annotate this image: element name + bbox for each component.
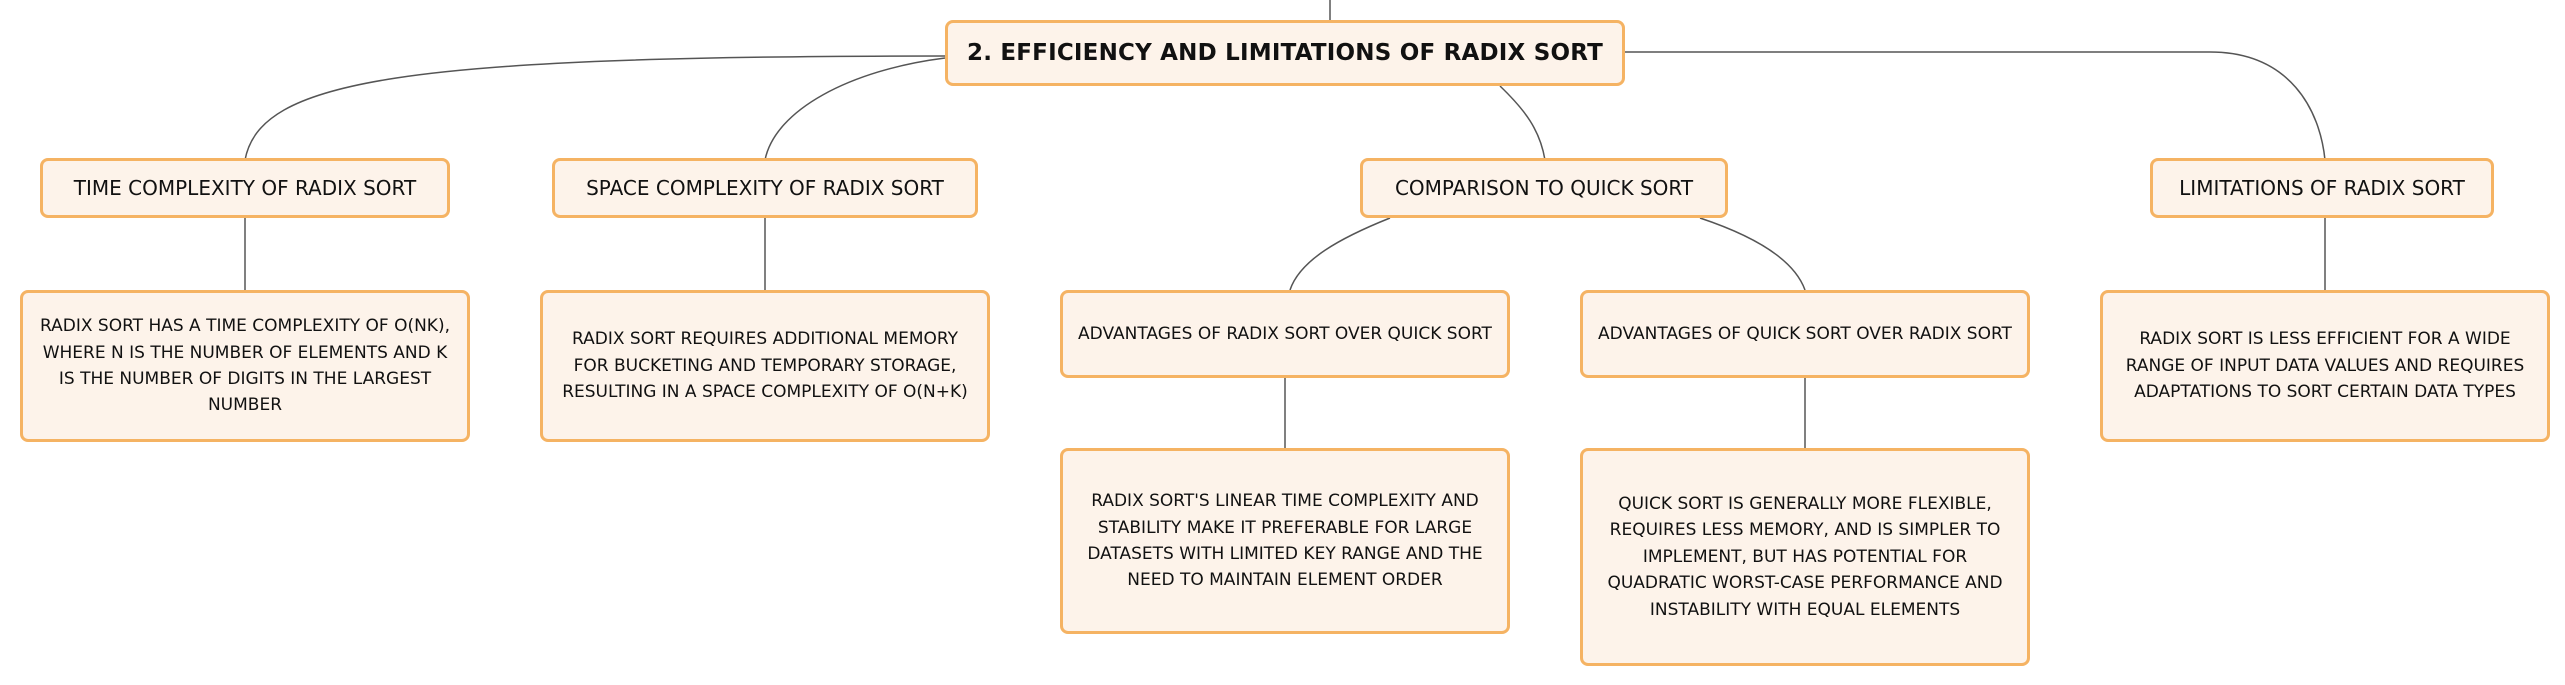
subtopic-quick-advantages-label: ADVANTAGES OF QUICK SORT OVER RADIX SORT (1598, 324, 2012, 344)
detail-time-complexity-text: RADIX SORT HAS A TIME COMPLEXITY OF O(NK… (40, 316, 450, 416)
detail-radix-advantages-text: RADIX SORT'S LINEAR TIME COMPLEXITY AND … (1087, 491, 1483, 591)
connector-root-space (764, 57, 946, 161)
detail-quick-advantages[interactable]: QUICK SORT IS GENERALLY MORE FLEXIBLE, R… (1580, 448, 2030, 666)
topic-comparison-label: COMPARISON TO QUICK SORT (1394, 176, 1694, 200)
root-topic-label: 2. EFFICIENCY AND LIMITATIONS OF RADIX S… (967, 40, 1603, 66)
detail-time-complexity[interactable]: RADIX SORT HAS A TIME COMPLEXITY OF O(NK… (20, 290, 470, 442)
subtopic-radix-advantages-label: ADVANTAGES OF RADIX SORT OVER QUICK SORT (1078, 324, 1492, 344)
subtopic-radix-advantages[interactable]: ADVANTAGES OF RADIX SORT OVER QUICK SORT (1060, 290, 1510, 378)
detail-quick-advantages-text: QUICK SORT IS GENERALLY MORE FLEXIBLE, R… (1607, 494, 2003, 620)
connector-comparison-quick (1699, 217, 1806, 291)
topic-limitations[interactable]: LIMITATIONS OF RADIX SORT (2150, 158, 2494, 218)
connector-root-time (244, 55, 946, 161)
topic-time-complexity-label: TIME COMPLEXITY OF RADIX SORT (73, 176, 417, 200)
topic-space-complexity-label: SPACE COMPLEXITY OF RADIX SORT (586, 176, 944, 200)
topic-time-complexity[interactable]: TIME COMPLEXITY OF RADIX SORT (40, 158, 450, 218)
connector-comparison-radix (1289, 217, 1391, 291)
connector-root-comparison (1499, 85, 1546, 161)
detail-limitations[interactable]: RADIX SORT IS LESS EFFICIENT FOR A WIDE … (2100, 290, 2550, 442)
detail-space-complexity-text: RADIX SORT REQUIRES ADDITIONAL MEMORY FO… (562, 329, 968, 403)
detail-radix-advantages[interactable]: RADIX SORT'S LINEAR TIME COMPLEXITY AND … (1060, 448, 1510, 634)
topic-space-complexity[interactable]: SPACE COMPLEXITY OF RADIX SORT (552, 158, 978, 218)
connector-root-limitations (1625, 51, 2326, 161)
topic-limitations-label: LIMITATIONS OF RADIX SORT (2179, 176, 2465, 200)
subtopic-quick-advantages[interactable]: ADVANTAGES OF QUICK SORT OVER RADIX SORT (1580, 290, 2030, 378)
root-topic[interactable]: 2. EFFICIENCY AND LIMITATIONS OF RADIX S… (945, 20, 1625, 86)
topic-comparison[interactable]: COMPARISON TO QUICK SORT (1360, 158, 1728, 218)
detail-limitations-text: RADIX SORT IS LESS EFFICIENT FOR A WIDE … (2125, 329, 2525, 403)
detail-space-complexity[interactable]: RADIX SORT REQUIRES ADDITIONAL MEMORY FO… (540, 290, 990, 442)
